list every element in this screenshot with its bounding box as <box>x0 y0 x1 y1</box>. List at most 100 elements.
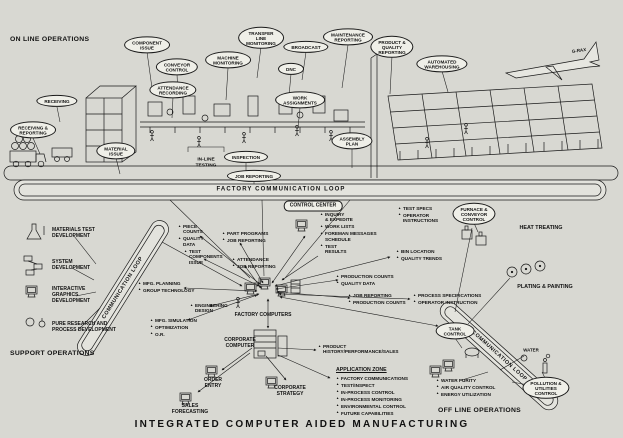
note-mfg-planning: MFG. PLANNING GROUP TECHNOLOGY <box>138 281 194 295</box>
note-part-programs: PART PROGRAMS JOB REPORTING <box>222 231 268 245</box>
factory-communication-loop-label: FACTORY COMMUNICATION LOOP <box>216 186 346 193</box>
label-inline-testing: IN-LINE TESTING <box>195 157 217 168</box>
furnace-icons <box>461 225 487 246</box>
support-system-development: SYSTEM DEVELOPMENT <box>52 259 91 271</box>
automated-warehouse <box>387 83 603 161</box>
control-center-terminal-icon <box>295 219 308 232</box>
note-item: PRODUCTION COUNTS <box>336 274 394 279</box>
note-production-counts: PRODUCTION COUNTS QUALITY DATA <box>336 274 394 288</box>
note-product-history: PRODUCT HISTORY/PERFORMANCE/SALES <box>318 344 399 356</box>
note-process-specs: PROCESS SPECIFICATIONS OPERATOR INSTRUCT… <box>413 293 481 307</box>
callout-product-quality-reporting: PRODUCT & QUALITY REPORTING <box>370 35 414 59</box>
note-item: TEST SPECS <box>398 206 438 211</box>
application-zone-items: FACTORY COMMUNICATIONS TEST/INSPECT IN-P… <box>336 376 408 417</box>
note-bin-location: BIN LOCATION QUALITY TRENDS <box>396 249 442 263</box>
note-mfg-simulation: MFG. SIMULATION OPTIMIZATION O.R. <box>150 318 197 339</box>
utility-icons <box>464 347 551 374</box>
callout-maintenance-reporting: MAINTENANCE REPORTING <box>323 28 373 46</box>
note-item: JOB REPORTING <box>348 293 406 298</box>
callout-furnace-conveyor-control: FURNACE & CONVEYOR CONTROL <box>452 202 496 226</box>
tower-poles <box>370 53 378 178</box>
control-center-item: WORK LISTS <box>320 224 377 229</box>
note-item: QUALITY DATA <box>336 281 394 286</box>
callout-dnc: DNC <box>278 62 304 76</box>
receiving-trucks <box>9 135 73 168</box>
note-item: ATTENDANCE <box>232 257 276 262</box>
label-plating-painting: PLATING & PAINTING <box>517 283 573 290</box>
callout-inspection: INSPECTION <box>223 150 269 164</box>
off-line-items: WATER PURITY AIR QUALITY CONTROL ENERGY … <box>436 378 495 399</box>
application-zone-item: FACTORY COMMUNICATIONS <box>336 376 408 381</box>
conveyor-line <box>140 121 365 133</box>
section-support-operations: SUPPORT OPERATIONS <box>10 350 95 357</box>
corporate-arrows <box>197 347 331 393</box>
callout-transfer-line-monitoring: TRANSFER LINE MONITORING <box>238 26 284 50</box>
note-item: JOB REPORTING <box>232 264 276 269</box>
label-corporate-computer: CORPORATE COMPUTER <box>224 337 256 349</box>
callout-job-reporting: JOB REPORTING <box>226 169 282 183</box>
control-center-label: CONTROL CENTER <box>283 200 343 212</box>
callout-attendance-recording: ATTENDANCE RECORDING <box>149 81 197 99</box>
section-off-line-operations: OFF LINE OPERATIONS <box>438 407 521 414</box>
support-pure-research: PURE RESEARCH AND PROCESS DEVELOPMENT <box>52 321 116 333</box>
callout-machine-monitoring: MACHINE MONITORING <box>205 51 251 69</box>
note-item: OPERATOR INSTRUCTIONS <box>398 213 438 224</box>
note-item: PART PROGRAMS <box>222 231 268 236</box>
note-item: ENGINEERING DESIGN <box>190 303 228 314</box>
callout-work-assignments: WORK ASSIGNMENTS <box>275 91 325 109</box>
callout-component-issue: COMPONENT ISSUE <box>124 36 170 54</box>
plating-tank-icons <box>506 260 546 278</box>
note-job-reporting-counts: JOB REPORTING PRODUCTION COUNTS <box>348 293 406 307</box>
note-item: BIN LOCATION <box>396 249 442 254</box>
note-item: PIECE COUNTS <box>178 224 204 235</box>
note-item: O.R. <box>150 332 197 337</box>
note-engineering-design: ENGINEERING DESIGN <box>190 303 228 315</box>
control-center-item: FOREMAN MESSAGES SCHEDULE <box>320 231 377 242</box>
note-item: OPTIMIZATION <box>150 325 197 330</box>
label-heat-treating: HEAT TREATING <box>519 224 563 231</box>
callout-leader-lines <box>32 44 547 381</box>
airplane-icon <box>504 41 601 81</box>
graphics-terminal-icon <box>25 285 38 298</box>
note-item: JOB REPORTING <box>222 238 268 243</box>
callout-pollution-utilities-control: POLLUTION & UTILITIES CONTROL <box>522 376 570 400</box>
off-line-item: WATER PURITY <box>436 378 495 383</box>
note-test-components: TEST COMPONENTS ISSUE <box>184 249 223 267</box>
flowchart-icon <box>23 255 43 276</box>
label-corporate-strategy: CORPORATE STRATEGY <box>274 385 306 397</box>
note-item: PRODUCTION COUNTS <box>348 300 406 305</box>
application-zone-item: ENVIRONMENTAL CONTROL <box>336 404 408 409</box>
diagram-title: INTEGRATED COMPUTER AIDED MANUFACTURING <box>134 419 470 430</box>
callout-material-issue: MATERIAL ISSUE <box>96 142 136 160</box>
note-item: TEST COMPONENTS ISSUE <box>184 249 223 265</box>
label-sales-forecasting: SALES FORECASTING <box>171 403 209 415</box>
application-zone-item: FUTURE CAPABILITIES <box>336 411 408 416</box>
note-item: OPERATOR INSTRUCTION <box>413 300 481 305</box>
support-interactive-graphics: INTERACTIVE GRAPHICS DEVELOPMENT <box>52 286 91 304</box>
note-piece-counts: PIECE COUNTS QUALITY DATA <box>178 224 204 249</box>
note-item: QUALITY TRENDS <box>396 256 442 261</box>
factory-loop-band <box>13 179 607 201</box>
note-test-specs: TEST SPECS OPERATOR INSTRUCTIONS <box>398 206 438 225</box>
factory-computers-icons <box>244 277 301 297</box>
application-zone-item: IN-PROCESS CONTROL <box>336 390 408 395</box>
control-center-item: TEST RESULTS <box>320 244 377 255</box>
aircraft-marking: G-RAX <box>571 47 586 54</box>
callout-receiving: RECEIVING <box>36 94 78 108</box>
callout-conveyor-control: CONVEYOR CONTROL <box>155 58 199 76</box>
storage-building <box>85 85 137 163</box>
label-order-entry: ORDER ENTRY <box>203 377 223 389</box>
right-loop-branches <box>454 227 535 387</box>
label-water: WATER <box>523 347 539 353</box>
note-item: MFG. PLANNING <box>138 281 194 286</box>
application-zone-title: APPLICATION ZONE <box>336 367 387 373</box>
label-factory-computers: FACTORY COMPUTERS <box>234 312 292 319</box>
note-item: MFG. SIMULATION <box>150 318 197 323</box>
note-item: PROCESS SPECIFICATIONS <box>413 293 481 298</box>
flask-icon <box>26 223 45 240</box>
callout-automated-warehousing: AUTOMATED WAREHOUSING <box>416 55 468 73</box>
control-center-items: INQUIRY & EXPEDITE WORK LISTS FOREMAN ME… <box>320 212 377 256</box>
note-attendance: ATTENDANCE JOB REPORTING <box>232 257 276 271</box>
